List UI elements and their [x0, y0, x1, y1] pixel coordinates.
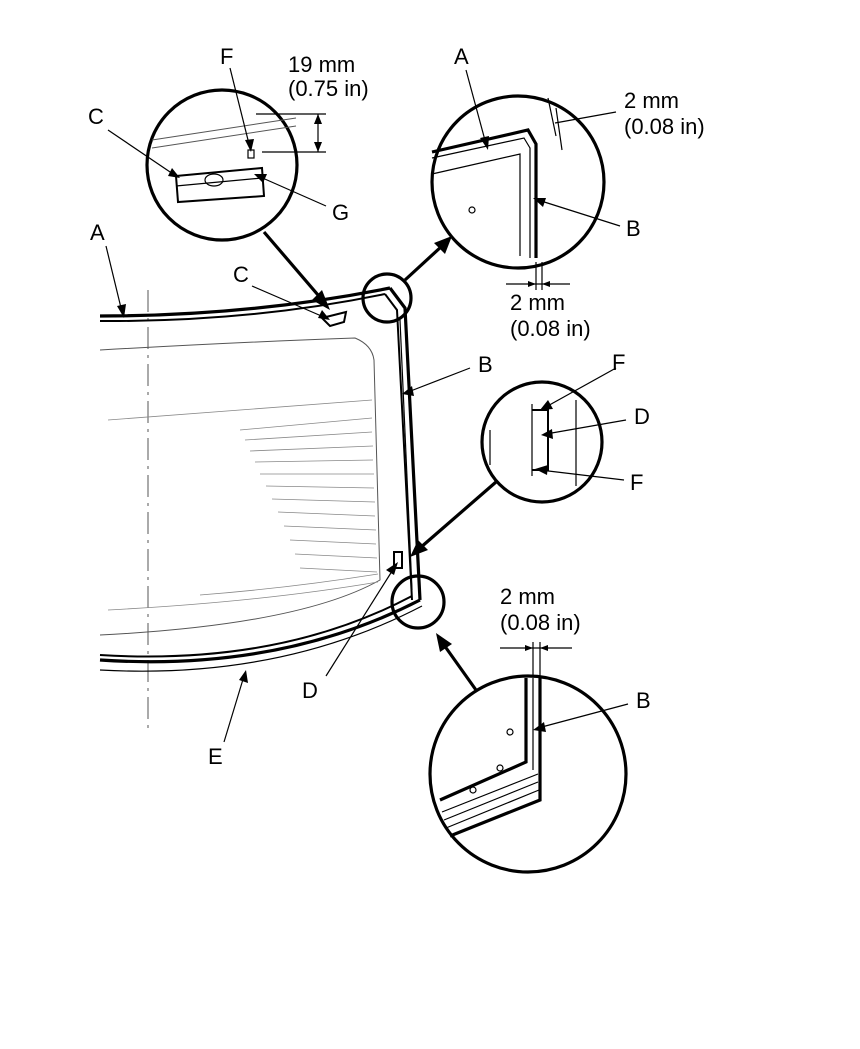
detail-circle-top-corner — [361, 272, 413, 324]
dim-bottom-in: (0.08 in) — [500, 610, 581, 635]
side-molding-channel — [399, 319, 413, 591]
dim-corner-in: (0.08 in) — [624, 114, 705, 139]
pointer-arrow-clip-d — [418, 480, 498, 550]
label-a-detail: A — [454, 44, 469, 69]
bottom-corner-inner-edge — [439, 678, 528, 802]
defroster-lines — [107, 399, 379, 611]
dim-corner-mm: 2 mm — [624, 88, 679, 113]
detail-bottom-corner — [428, 642, 628, 874]
label-b-detail4: B — [636, 688, 651, 713]
bottom-molding-outer — [99, 598, 421, 664]
top-molding-inner — [99, 293, 386, 323]
side-molding-inner — [384, 293, 413, 601]
label-f-detail3-bottom: F — [630, 470, 643, 495]
clip-c-detail — [174, 166, 266, 204]
text-labels: A C B D E C F G 19 mm (0.75 in) A 2 mm (… — [88, 44, 705, 769]
dim-bottom-mm: 2 mm — [500, 584, 555, 609]
side-molding-outer — [388, 287, 422, 601]
label-c-detail: C — [88, 104, 104, 129]
pointer-arrow-top-corner — [403, 244, 444, 282]
label-b-main: B — [478, 352, 493, 377]
detail-circle-bottom-corner-large — [428, 674, 628, 874]
clip-hole-g — [204, 173, 224, 187]
top-molding-outer — [99, 286, 391, 318]
detail-clip-c — [145, 88, 326, 242]
dim-side-in: (0.08 in) — [510, 316, 591, 341]
detail-circle-clip-d — [480, 380, 604, 504]
label-e-main: E — [208, 744, 223, 769]
detail-clip-d — [480, 380, 604, 504]
pointer-arrow-bottom-corner — [442, 644, 478, 691]
detail-circle-top-corner-large — [430, 94, 606, 270]
label-f-detail3-top: F — [612, 350, 625, 375]
bottom-molding-lower — [99, 605, 423, 672]
detail-circle-clip-c — [145, 88, 299, 242]
label-b-detail2: B — [626, 216, 641, 241]
windshield-main-view — [99, 272, 446, 730]
bottom-corner-outer-edge — [449, 678, 542, 838]
clip-d-detail — [532, 409, 549, 471]
label-c-main: C — [233, 262, 249, 287]
corner-molding-outer — [431, 128, 538, 258]
leader-lines — [105, 67, 629, 743]
detail-top-corner — [430, 94, 617, 290]
label-g-detail: G — [332, 200, 349, 225]
label-d-detail3: D — [634, 404, 650, 429]
detail-circle-bottom-corner — [390, 574, 446, 630]
pointer-arrow-clip-c — [262, 230, 326, 304]
dim-19mm: 19 mm — [288, 52, 355, 77]
label-a-main: A — [90, 220, 105, 245]
label-f-detail1: F — [220, 44, 233, 69]
dim-075in: (0.75 in) — [288, 76, 369, 101]
clip-d-main — [393, 551, 403, 569]
label-d-main: D — [302, 678, 318, 703]
dim-side-mm: 2 mm — [510, 290, 565, 315]
bottom-molding-inner — [99, 595, 413, 658]
glass-inner-border — [99, 337, 381, 636]
clip-c-main — [320, 310, 348, 328]
